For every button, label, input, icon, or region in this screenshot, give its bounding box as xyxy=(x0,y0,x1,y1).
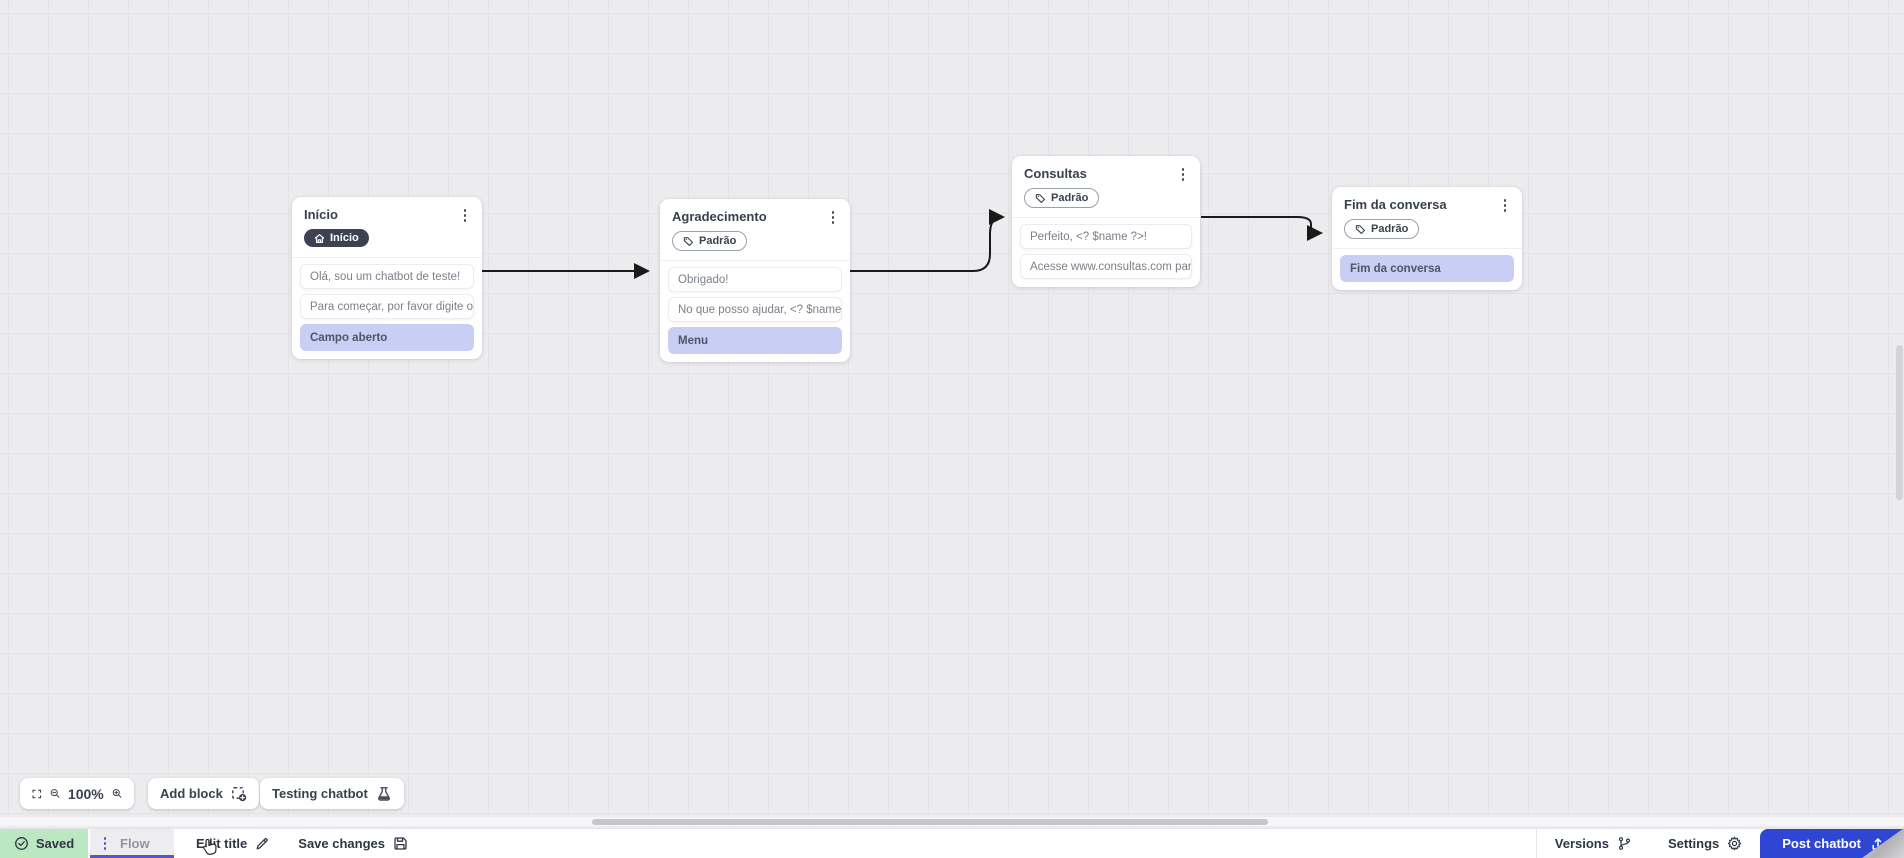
edit-title-button[interactable]: Edit title xyxy=(182,829,284,858)
node-header: Agradecimento Padrão xyxy=(660,199,850,261)
status-bar-right: Versions Settings Post chatbot xyxy=(1535,829,1904,858)
option-row[interactable]: Campo aberto xyxy=(300,323,474,351)
node-header: Consultas Padrão xyxy=(1012,156,1200,218)
node-title: Agradecimento xyxy=(672,209,767,224)
node-header: Fim da conversa Padrão xyxy=(1332,187,1522,249)
node-title: Fim da conversa xyxy=(1344,197,1447,212)
node-body: Olá, sou um chatbot de teste! Para começ… xyxy=(292,258,482,359)
node-badge: Padrão xyxy=(1024,188,1100,208)
connections-layer xyxy=(482,209,1323,279)
add-block-icon xyxy=(231,786,247,801)
message-row[interactable]: Obrigado! xyxy=(668,266,842,292)
connection-agradecimento-consultas xyxy=(849,209,1005,272)
message-row[interactable]: Acesse www.consultas.com par... xyxy=(1020,253,1192,279)
status-bar: Saved Flow Edit title Save changes Versi… xyxy=(0,828,1904,858)
check-circle-icon xyxy=(14,837,28,850)
option-row[interactable]: Fim da conversa xyxy=(1340,254,1514,282)
tag-icon xyxy=(1035,193,1045,203)
node-header: Início Início xyxy=(292,197,482,258)
node-title: Início xyxy=(304,207,338,222)
tag-icon xyxy=(1355,224,1365,234)
flow-canvas[interactable]: Início Início Olá, sou um chatbot de tes… xyxy=(0,0,1904,828)
connection-consultas-fim xyxy=(1201,216,1323,241)
node-menu-icon[interactable] xyxy=(1498,197,1512,215)
node-menu-icon[interactable] xyxy=(1176,166,1190,184)
versions-branch-icon xyxy=(1618,837,1631,850)
node-badge: Início xyxy=(304,229,369,247)
message-row[interactable]: No que posso ajudar, <? $name ... xyxy=(668,296,842,322)
node-title: Consultas xyxy=(1024,166,1087,181)
testing-chatbot-button[interactable]: Testing chatbot xyxy=(260,778,404,809)
node-body: Fim da conversa xyxy=(1332,249,1522,290)
save-icon xyxy=(394,837,407,850)
settings-button[interactable]: Settings xyxy=(1650,829,1760,858)
home-icon xyxy=(314,233,325,243)
horizontal-scrollbar-thumb[interactable] xyxy=(592,819,1268,825)
zoom-controls: 100% xyxy=(20,778,134,809)
zoom-out-icon[interactable] xyxy=(50,786,60,801)
add-block-button[interactable]: Add block xyxy=(148,778,259,809)
versions-button[interactable]: Versions xyxy=(1537,829,1650,858)
option-row[interactable]: Menu xyxy=(668,326,842,354)
divider xyxy=(1535,829,1537,858)
node-badge: Padrão xyxy=(672,231,748,251)
node-consultas[interactable]: Consultas Padrão Perfeito, <? $name ?>! … xyxy=(1012,156,1200,287)
node-body: Obrigado! No que posso ajudar, <? $name … xyxy=(660,261,850,362)
tag-icon xyxy=(683,236,693,246)
pencil-icon xyxy=(256,838,268,850)
zoom-in-icon[interactable] xyxy=(112,786,122,801)
tab-flow[interactable]: Flow xyxy=(90,829,217,858)
node-menu-icon[interactable] xyxy=(458,207,472,225)
gear-icon xyxy=(1728,836,1742,851)
active-tab-underline xyxy=(90,855,174,858)
message-row[interactable]: Olá, sou um chatbot de teste! xyxy=(300,263,474,289)
zoom-level: 100% xyxy=(67,785,104,802)
flow-menu-dots-icon[interactable] xyxy=(100,837,110,850)
node-agradecimento[interactable]: Agradecimento Padrão Obrigado! No que po… xyxy=(660,199,850,362)
message-row[interactable]: Para começar, por favor digite o ... xyxy=(300,293,474,319)
node-badge: Padrão xyxy=(1344,219,1420,239)
post-chatbot-button[interactable]: Post chatbot xyxy=(1760,829,1904,858)
status-bar-left: Saved Flow Edit title Save changes xyxy=(0,829,422,858)
node-menu-icon[interactable] xyxy=(826,209,840,227)
fullscreen-icon[interactable] xyxy=(32,787,42,801)
upload-icon xyxy=(1872,837,1884,850)
save-changes-button[interactable]: Save changes xyxy=(284,829,422,858)
node-fim-da-conversa[interactable]: Fim da conversa Padrão Fim da conversa xyxy=(1332,187,1522,290)
vertical-scrollbar-thumb[interactable] xyxy=(1896,345,1903,500)
node-body: Perfeito, <? $name ?>! Acesse www.consul… xyxy=(1012,218,1200,287)
flask-icon xyxy=(377,786,390,801)
node-inicio[interactable]: Início Início Olá, sou um chatbot de tes… xyxy=(292,197,482,359)
horizontal-scrollbar-track xyxy=(0,816,1904,826)
saved-status-badge: Saved xyxy=(0,829,88,858)
message-row[interactable]: Perfeito, <? $name ?>! xyxy=(1020,223,1192,249)
